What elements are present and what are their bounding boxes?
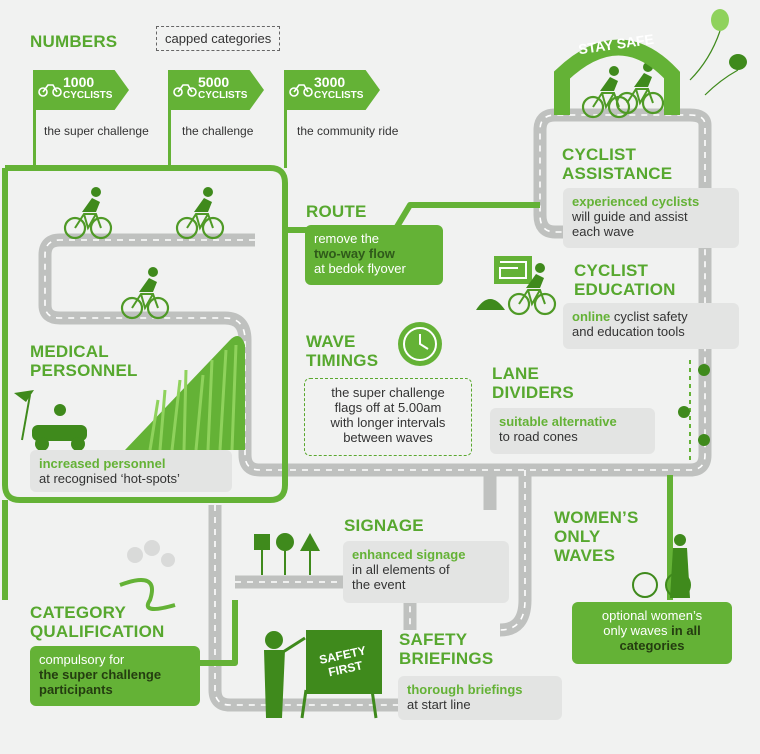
bicycle-icon [289,84,313,97]
safety-briefings-heading: SAFETY BRIEFINGS [399,630,494,668]
womens-only-waves-heading: WOMEN’S ONLY WAVES [554,508,639,565]
bicycle-icon [173,84,197,97]
category-box: compulsory for the super challenge parti… [30,646,200,706]
cyclist-icon [63,185,113,240]
medical-personnel-heading: MEDICAL PERSONNEL [30,342,138,380]
flag-community-ride: 3000 CYCLISTS [284,70,380,110]
capped-categories-label: capped categories [156,26,281,51]
flag-challenge: 5000 CYCLISTS [168,70,264,110]
wave-timings-box: the super challenge flags off at 5.00am … [304,378,472,456]
flag-super-challenge: 1000 CYCLISTS [33,70,129,110]
lane-dividers-box: suitable alternative to road cones [490,408,655,454]
flag-caption: the super challenge [44,124,149,138]
route-box: remove the two-way flow at bedok flyover [305,225,443,285]
cyclist-education-box: online cyclist safety and education tool… [563,303,739,349]
signage-heading: SIGNAGE [344,516,424,535]
cyclist-icon [175,185,225,240]
ribbon-icon [119,540,176,611]
category-qualification-heading: CATEGORY QUALIFICATION [30,603,165,641]
bicycle-icon [38,84,62,97]
womens-box: optional women’s only waves in all categ… [572,602,732,664]
numbers-heading: NUMBERS [30,32,118,51]
flag-caption: the community ride [297,124,399,138]
lane-dividers-heading: LANE DIVIDERS [492,364,574,402]
helmet-icon [476,299,505,310]
balloon-icon [689,9,747,96]
wave-timings-heading: WAVE TIMINGS [306,332,379,370]
safety-briefings-box: thorough briefings at start line [398,676,562,720]
stay-safe-arch [554,39,680,115]
sign-icons [254,533,320,575]
flag-caption: the challenge [182,124,254,138]
presenter-icon [264,631,378,719]
safety-board [306,630,382,694]
woman-cyclist-icon [632,534,691,598]
grass-blades [148,344,238,451]
medic-vehicle-icon [14,390,87,451]
cyclist-assistance-box: experienced cyclists will guide and assi… [563,188,739,248]
signage-box: enhanced signage in all elements of the … [343,541,509,603]
clock-icon [398,322,442,366]
lane-divider-icons [678,360,710,460]
cyclist-assistance-heading: CYCLIST ASSISTANCE [562,145,673,183]
cyclist-education-heading: CYCLIST EDUCATION [574,261,676,299]
medical-box: increased personnel at recognised ‘hot-s… [30,450,232,492]
maze-icon [494,256,532,284]
route-heading: ROUTE [306,202,367,221]
cyclist-icon [120,265,170,320]
